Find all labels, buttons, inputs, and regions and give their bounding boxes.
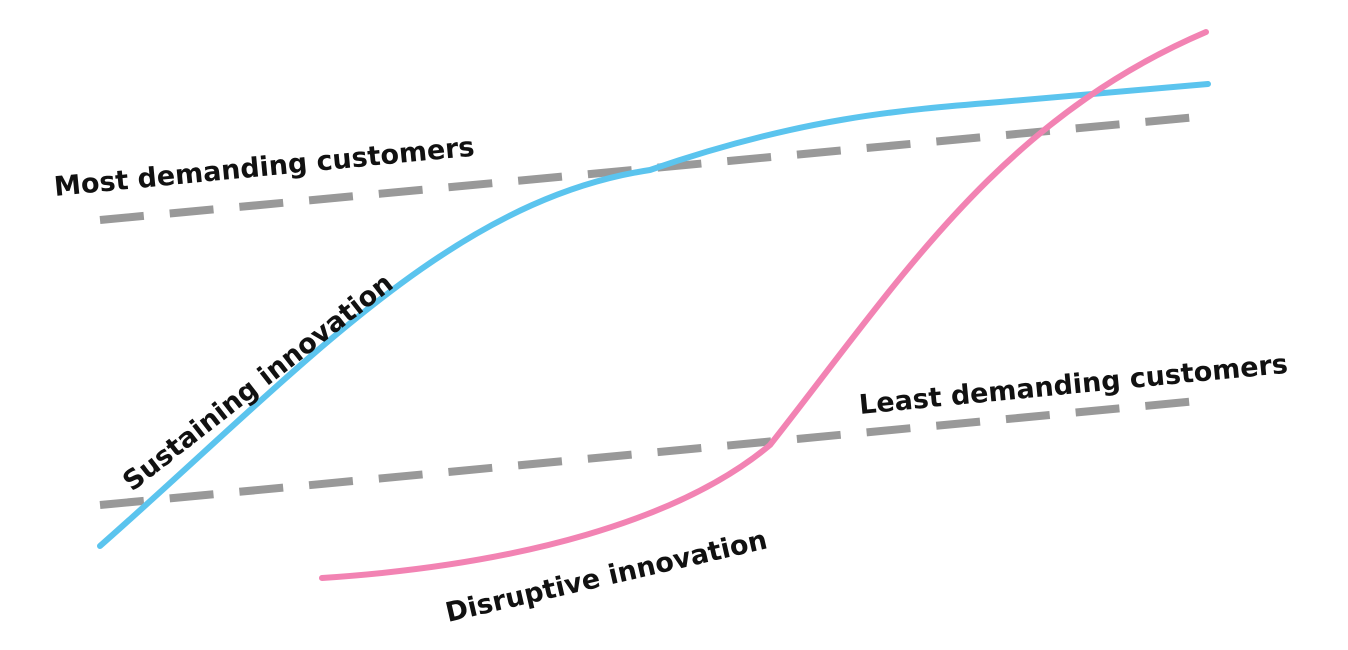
least-demanding-line (99, 396, 1209, 509)
least-demanding-label: Least demanding customers (858, 349, 1289, 421)
sustaining-innovation-label: Sustaining innovation (117, 268, 399, 498)
disruptive-innovation-curve (319, 29, 1209, 581)
most-demanding-line (99, 112, 1209, 224)
sustaining-innovation-curve (97, 81, 1211, 549)
disruptive-innovation-label: Disruptive innovation (443, 525, 771, 629)
